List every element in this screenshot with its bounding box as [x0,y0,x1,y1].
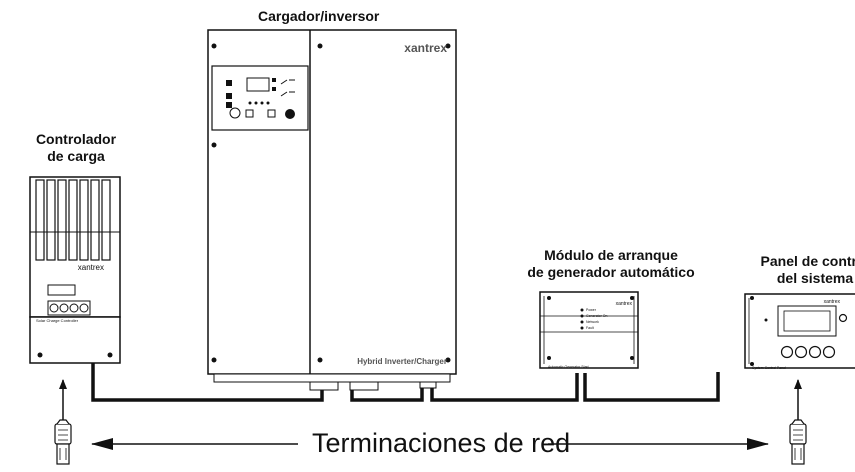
inverter-brand: xantrex [404,41,447,55]
charge-controller-brand: xantrex [78,263,104,272]
system-panel-title-line2: del sistema [776,270,854,286]
generator-module-brand: xantrex [616,301,633,307]
generator-module-title-line2: de generador automático [527,264,695,280]
generator-module-title: Módulo de arranque de generador automáti… [496,247,726,281]
network-terminations-label: Terminaciones de red [312,428,571,458]
charge-controller-title-line1: Controlador [35,131,117,147]
inverter-device [207,29,457,391]
generator-module-title-line1: Módulo de arranque [544,247,678,263]
charge-controller-title-line2: de carga [47,148,105,164]
system-panel-device [744,293,855,369]
system-panel-footer: System Control Panel [752,366,786,370]
charge-controller-title: Controlador de carga [14,131,138,165]
generator-led-fault: Fault [586,326,594,330]
generator-led-generator-on: Generator On [586,314,607,318]
right-terminator-plug-icon [789,419,807,465]
left-terminator-plug-icon [54,419,72,465]
generator-module-device [539,291,639,369]
system-panel-title-line1: Panel de control [760,253,855,269]
system-panel-brand: xantrex [824,299,841,305]
charge-controller-footer: Solar Charge Controller [36,318,79,323]
inverter-footer: Hybrid Inverter/Charger [357,357,447,366]
charge-controller-device [29,176,121,364]
generator-led-network: Network [586,320,599,324]
network-cable [91,353,720,402]
system-panel-title: Panel de control del sistema [745,253,855,287]
generator-module-led-labels: Power Generator On Network Fault [586,308,607,330]
generator-module-footer: Automatic Generator Start [548,365,589,369]
generator-led-power: Power [586,308,597,312]
inverter-title: Cargador/inversor [258,8,380,24]
